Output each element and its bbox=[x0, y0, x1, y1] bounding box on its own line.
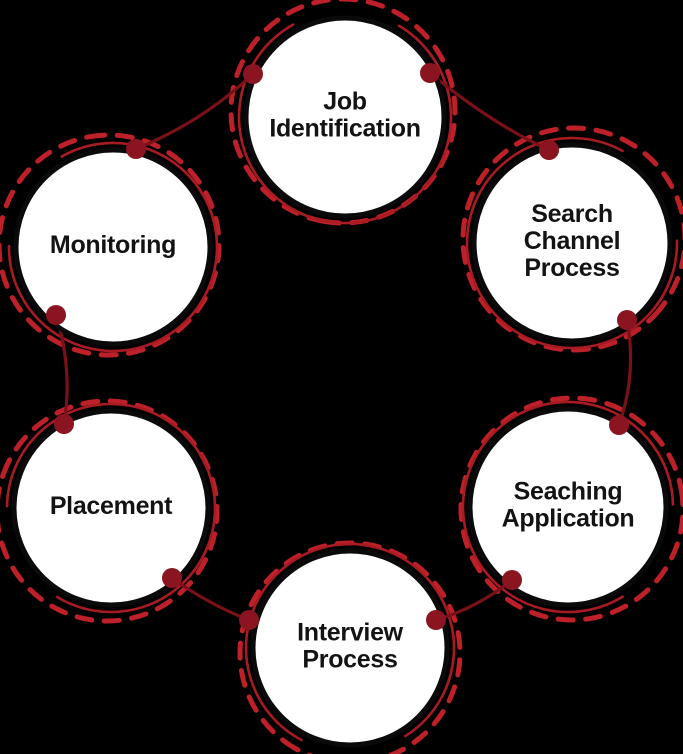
node-label-placement: Placement bbox=[50, 492, 173, 520]
connector-dot-seaching-application bbox=[609, 415, 629, 435]
node-label-line: Process bbox=[302, 646, 397, 674]
swirl-arc-seaching-application bbox=[461, 400, 675, 614]
connector-dot-interview-process bbox=[239, 610, 259, 630]
connector-dot-job-identification bbox=[243, 64, 263, 84]
connector-dot-monitoring bbox=[126, 139, 146, 159]
node-circle-monitoring bbox=[13, 147, 213, 347]
node-circle-search-channel-process bbox=[471, 142, 673, 344]
swirl-arc-placement bbox=[5, 402, 217, 614]
connector-dot-job-identification bbox=[420, 63, 440, 83]
connector-dot-placement bbox=[162, 568, 182, 588]
node-label-line: Application bbox=[502, 505, 635, 533]
node-label-line: Placement bbox=[50, 492, 173, 520]
node-label-line: Interview bbox=[297, 619, 404, 647]
node-circle-job-identification bbox=[243, 15, 447, 219]
swirl-arc-search-channel-process bbox=[465, 136, 679, 350]
connector-dot-seaching-application bbox=[502, 570, 522, 590]
node-label-line: Process bbox=[524, 254, 619, 282]
node-label-line: Job bbox=[323, 88, 367, 116]
connector-dot-search-channel-process bbox=[539, 140, 559, 160]
connector-dot-interview-process bbox=[426, 610, 446, 630]
dashed-ring-interview-process bbox=[237, 540, 463, 754]
connector-job-identification-to-search-channel-process bbox=[428, 71, 551, 152]
connector-dot-placement bbox=[54, 414, 74, 434]
node-label-line: Identification bbox=[269, 115, 420, 143]
swirl-arc-monitoring bbox=[7, 141, 219, 353]
node-circle-seaching-application bbox=[467, 406, 669, 608]
node-circle-interview-process bbox=[250, 548, 450, 748]
connector-dot-monitoring bbox=[46, 305, 66, 325]
connector-search-channel-process-to-seaching-application bbox=[617, 318, 633, 427]
node-label-line: Monitoring bbox=[50, 231, 176, 259]
node-label-line: Search bbox=[531, 200, 613, 228]
dashed-ring-seaching-application bbox=[458, 395, 683, 623]
connector-dot-search-channel-process bbox=[617, 310, 637, 330]
swirl-arc-interview-process bbox=[244, 542, 456, 754]
dashed-ring-placement bbox=[0, 398, 220, 624]
swirl-arc-job-identification bbox=[237, 9, 453, 225]
connector-monitoring-to-job-identification bbox=[134, 72, 255, 151]
node-label-line: Channel bbox=[524, 227, 621, 255]
node-circle-placement bbox=[11, 408, 211, 608]
dashed-ring-search-channel-process bbox=[460, 125, 683, 353]
dashed-ring-monitoring bbox=[0, 132, 222, 358]
node-label-monitoring: Monitoring bbox=[50, 231, 176, 259]
node-label-line: Seaching bbox=[514, 478, 623, 506]
